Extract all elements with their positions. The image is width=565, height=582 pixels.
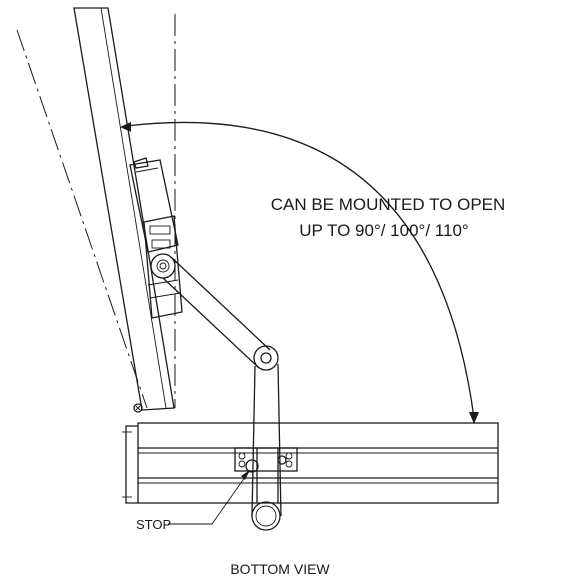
hinge-pivot xyxy=(133,403,143,413)
closer-spindle xyxy=(150,253,176,279)
frame-track xyxy=(137,422,499,504)
arc-arrow-end xyxy=(469,412,479,424)
arm-end-roller xyxy=(251,501,281,531)
stop-label: STOP xyxy=(136,517,171,532)
slide-block xyxy=(234,447,298,472)
stop-leader-line xyxy=(168,469,251,525)
door-panel-edge xyxy=(100,7,167,409)
stop-roller xyxy=(245,459,259,473)
swing-arc xyxy=(125,121,475,419)
opening-note-line1: CAN BE MOUNTED TO OPEN xyxy=(271,195,506,214)
door-panel xyxy=(73,7,175,411)
opening-note-line2: UP TO 90°/ 100°/ 110° xyxy=(299,221,468,240)
upper-arm xyxy=(162,257,271,369)
stop-leader-arrow xyxy=(241,470,250,480)
closer-body xyxy=(129,157,183,319)
forearm xyxy=(251,363,282,517)
arc-arrow-start xyxy=(120,122,131,132)
hinge-mark-b xyxy=(135,405,141,411)
door-open-centerline xyxy=(16,29,148,409)
elbow-joint xyxy=(253,345,279,371)
view-caption: BOTTOM VIEW xyxy=(230,561,330,577)
frame-flange xyxy=(125,425,138,504)
